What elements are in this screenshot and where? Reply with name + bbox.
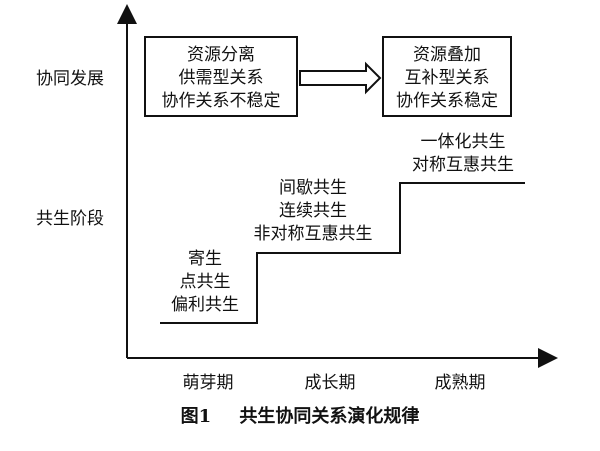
figure-title: 共生协同关系演化规律 <box>239 405 419 427</box>
stage2-line1: 间歇共生 <box>279 178 347 198</box>
step-line <box>160 182 525 324</box>
stage2-line3: 非对称互惠共生 <box>254 224 373 244</box>
x-label-mature: 成熟期 <box>435 372 486 393</box>
box2-line1: 资源叠加 <box>413 45 481 65</box>
box1-line2: 供需型关系 <box>179 68 264 88</box>
hollow-arrow-icon <box>299 61 382 95</box>
stage3-line1: 一体化共生 <box>421 132 506 152</box>
box1-line1: 资源分离 <box>187 45 255 65</box>
x-label-growth: 成长期 <box>305 373 356 393</box>
box-resource-overlay <box>382 36 512 117</box>
box-resource-separation <box>144 36 298 117</box>
box2-line2: 互补型关系 <box>405 68 490 88</box>
x-label-sprout: 萌芽期 <box>183 373 234 393</box>
stage3-line2: 对称互惠共生 <box>412 155 514 175</box>
stage2-line2: 连续共生 <box>279 201 347 221</box>
box1-line3: 协作关系不稳定 <box>162 91 281 111</box>
figure-number: 图1 <box>181 406 212 427</box>
stage1-line3: 偏利共生 <box>171 295 239 315</box>
stage1-line2: 点共生 <box>180 272 231 292</box>
y-label-symbiosis: 共生阶段 <box>36 209 104 229</box>
stage1-line1: 寄生 <box>188 249 222 269</box>
y-label-coordination: 协同发展 <box>36 69 104 89</box>
figure-caption: 图1 共生协同关系演化规律 <box>181 405 420 427</box>
box2-line3: 协作关系稳定 <box>396 91 498 111</box>
